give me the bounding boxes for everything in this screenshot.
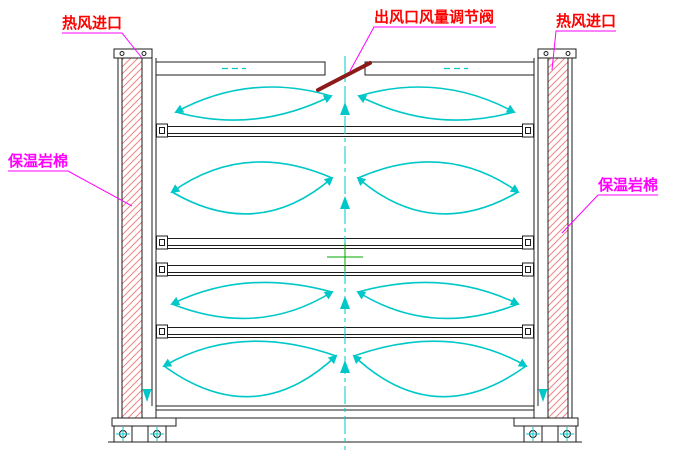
leader-hot-air-inlet-left [62, 32, 143, 59]
leader-lines [8, 26, 658, 234]
leader-insulation-left [8, 170, 133, 207]
top-beam-left [155, 61, 326, 76]
flow-arc [170, 281, 333, 305]
label-hot-air-inlet-right: 热风进口 [556, 12, 616, 30]
airflow-arrows [142, 56, 548, 450]
bolt-hole-icon [141, 51, 147, 56]
arrowhead-icon [340, 102, 350, 115]
insulation-column-right [537, 48, 577, 419]
damper-blade [316, 61, 372, 92]
flow-arc [353, 340, 528, 368]
flow-arc [174, 86, 332, 113]
leader-outlet-damper [349, 26, 496, 72]
label-insulation-right: 保温岩棉 [597, 176, 658, 194]
flow-arc [356, 176, 519, 215]
outlet-damper-valve [316, 61, 372, 92]
flow-arc [357, 95, 515, 121]
arrowhead-icon [340, 360, 350, 373]
flow-arc [171, 176, 334, 215]
labels: 热风进口 出风口风量调节阀 热风进口 保温岩棉 保温岩棉 [7, 8, 658, 194]
rockwool-hatch [121, 57, 143, 419]
base-plate-left [111, 417, 177, 427]
arrowhead-icon [538, 389, 548, 402]
flow-arc [356, 290, 519, 320]
insulation-column-left [113, 48, 153, 419]
flow-arc [358, 86, 516, 113]
flow-arc [175, 95, 333, 121]
bolt-hole-icon [119, 51, 125, 56]
arrowhead-icon [340, 196, 350, 209]
flow-arc [357, 161, 520, 194]
bolt-center-marks [116, 427, 574, 441]
chamber-walls [151, 58, 539, 406]
column-top-cap [113, 48, 153, 59]
flow-arc [171, 290, 334, 320]
label-outlet-damper: 出风口风量调节阀 [374, 8, 494, 26]
leader-insulation-right [561, 194, 658, 234]
base-plate-right [513, 417, 579, 427]
flow-arc [352, 354, 527, 398]
flow-arc [163, 354, 338, 398]
top-beam [155, 61, 535, 76]
label-hot-air-inlet-left: 热风进口 [62, 14, 122, 32]
rockwool-hatch [547, 57, 569, 419]
flow-arc [162, 340, 337, 368]
bolt-hole-icon [565, 51, 571, 56]
bolt-hole-icon [543, 51, 549, 56]
centroid-mark [327, 243, 363, 271]
label-insulation-left: 保温岩棉 [7, 152, 68, 170]
leader-hot-air-inlet-right [551, 30, 616, 71]
arrowhead-icon [340, 296, 350, 309]
flow-arc [170, 161, 333, 194]
arrowhead-icon [142, 389, 152, 402]
flow-arc [357, 281, 520, 305]
column-top-cap [537, 48, 577, 59]
